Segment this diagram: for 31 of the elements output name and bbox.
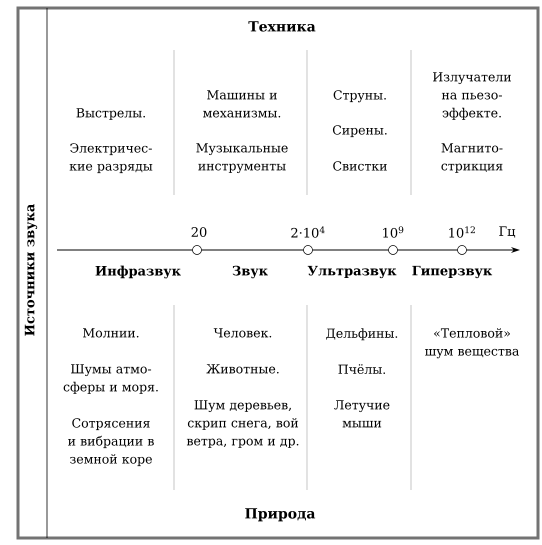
source-text: Человек. bbox=[214, 328, 272, 338]
source-text: Магнито- стрикция bbox=[441, 143, 503, 173]
source-text: Музыкальные инструменты bbox=[196, 143, 288, 174]
tick-label: 20 bbox=[192, 227, 206, 237]
source-text: Сотрясения и вибрации в земной коре bbox=[68, 418, 154, 466]
source-text: Пчёлы. bbox=[338, 364, 386, 374]
source-text: Электричес- кие разряды bbox=[70, 143, 152, 174]
source-text: Машины и механизмы. bbox=[203, 90, 280, 118]
source-text: Струны. bbox=[334, 90, 386, 102]
source-text: Выстрелы. bbox=[76, 108, 145, 120]
tick-label: 10$^{9}$ bbox=[383, 226, 404, 238]
source-text: Свистки bbox=[333, 161, 387, 171]
source-text: Шум деревьев, скрип снега, вой ветра, гром и др. bbox=[186, 400, 298, 448]
source-text: Летучие мыши bbox=[334, 400, 390, 428]
section-heading: Техника bbox=[248, 21, 316, 32]
range-label: Звук bbox=[232, 266, 268, 278]
tick-label: 10$^{12}$ bbox=[449, 226, 475, 238]
source-text: «Тепловой» шум вещества bbox=[425, 328, 520, 358]
source-text: Дельфины. bbox=[326, 328, 398, 340]
source-text: Шумы атмо- сферы и моря. bbox=[64, 364, 158, 394]
source-text: Сирены. bbox=[332, 125, 387, 138]
range-label: Инфразвук bbox=[96, 266, 181, 278]
range-label: Ультразвук bbox=[308, 266, 396, 278]
side-heading: Источники звука bbox=[24, 204, 38, 336]
unit-label: Гц bbox=[499, 226, 516, 238]
source-text: Излучатели на пьезо- эффекте. bbox=[433, 72, 511, 120]
tick-label: 2·10$^{4}$ bbox=[291, 226, 325, 238]
source-text: Молнии. bbox=[83, 328, 138, 338]
range-label: Гиперзвук bbox=[412, 266, 492, 278]
section-heading: Природа bbox=[245, 508, 316, 522]
source-text: Животные. bbox=[206, 364, 279, 374]
